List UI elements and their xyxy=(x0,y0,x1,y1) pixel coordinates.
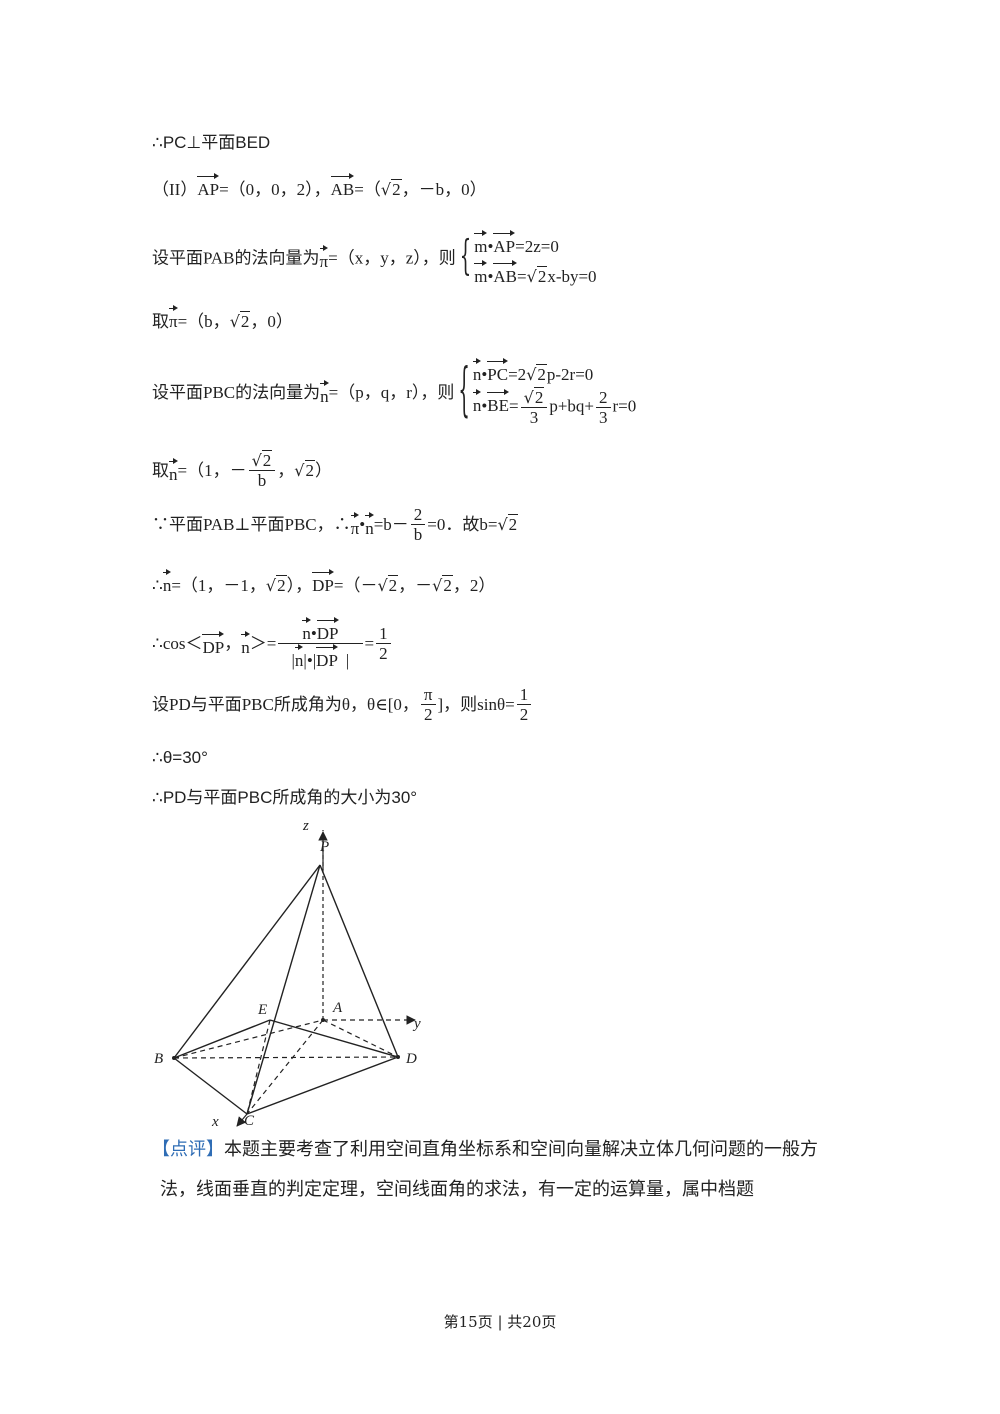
text: ∴cos＜ xyxy=(152,634,203,653)
text: 设平面PAB的法向量为 xyxy=(152,248,320,268)
label-c: C xyxy=(244,1113,255,1129)
vector-ab-rest: ，－b，0） xyxy=(401,180,487,199)
text: 取 xyxy=(152,461,169,480)
equation-row: n•PC=2√2p-2r=0 xyxy=(472,356,636,386)
edge-ec xyxy=(246,1019,271,1115)
text: =（b， xyxy=(177,312,230,331)
fraction-dot-over-norms: n•DP|n|•|DP| xyxy=(278,617,363,669)
text: ]，则sinθ= xyxy=(437,695,515,714)
comment-text: 本题主要考查了利用空间直角坐标系和空间向量解决立体几何问题的一般方法，线面垂直的… xyxy=(160,1139,818,1200)
text: ）， xyxy=(286,576,313,595)
equation-row: m•AB=√2x-by=0 xyxy=(474,258,597,288)
edge-ed xyxy=(269,1019,399,1058)
page-footer: 第15页 | 共20页 xyxy=(443,1313,557,1331)
vector-n: n xyxy=(320,379,329,405)
vector-dp: DP xyxy=(202,630,224,656)
sqrt-2: √2 xyxy=(380,179,402,199)
vertex-d xyxy=(396,1055,400,1059)
line-plane-pbc-normal: 设平面PBC的法向量为n=（p，q，r），则{ n•PC=2√2p-2r=0 n… xyxy=(152,356,636,429)
line-theta-30: ∴θ=30° xyxy=(152,748,208,767)
text: ） xyxy=(315,461,332,480)
pyramid-diagram: z P E A y B D x C xyxy=(154,818,421,1130)
text: =0．故b= xyxy=(427,515,498,534)
comment-block: 【点评】本题主要考查了利用空间直角坐标系和空间向量解决立体几何问题的一般方法，线… xyxy=(152,1130,850,1210)
text: ＞= xyxy=(249,634,277,653)
text: =（－ xyxy=(333,576,378,595)
comment-tag: 【点评】 xyxy=(152,1139,224,1160)
vector-n: n xyxy=(169,457,178,483)
line-pc-perp-bed: ∴PC⊥平面BED xyxy=(152,133,271,152)
text: ∴ xyxy=(152,576,163,595)
equation-system-pab: { m•AP=2z=0 m•AB=√2x-by=0 xyxy=(456,228,597,288)
line-ap-ab-vectors: （II）AP=（0，0，2），AB=（√2，－b，0） xyxy=(152,173,487,199)
brace: { xyxy=(459,232,472,281)
text: =（x，y，z），则 xyxy=(328,248,456,268)
text: ，2） xyxy=(452,576,496,595)
label-y: y xyxy=(412,1016,421,1032)
vector-pi: π xyxy=(319,245,328,270)
edge-ad xyxy=(322,1019,399,1058)
vector-n: n xyxy=(241,630,250,656)
line-n-and-dp: ∴n=（1，－1，√2），DP=（－√2，－√2，2） xyxy=(152,569,496,595)
line-conclusion: ∴PD与平面PBC所成角的大小为30° xyxy=(152,788,418,807)
vertex-b xyxy=(172,1056,176,1060)
text: =（1，－1， xyxy=(171,576,266,595)
edge-bd xyxy=(173,1056,399,1059)
text: ∵平面PAB⊥平面PBC，∴ xyxy=(152,515,351,534)
line-plane-pab-normal: 设平面PAB的法向量为π=（x，y，z），则{ m•AP=2z=0 m•AB=√… xyxy=(152,228,597,288)
edge-cd xyxy=(246,1056,399,1115)
text: =b－ xyxy=(373,515,409,534)
text: 取 xyxy=(152,312,169,331)
label-e: E xyxy=(257,1002,267,1018)
line-take-pi: 取π=（b，√2，0） xyxy=(152,305,293,331)
label-x: x xyxy=(211,1114,219,1130)
vector-ap-value: =（0，0，2）， xyxy=(219,180,331,199)
text: ，0） xyxy=(250,312,293,331)
x-axis xyxy=(236,1113,248,1127)
vector-pi: π xyxy=(169,305,178,330)
text: =（1，－ xyxy=(177,461,247,480)
vector-dp: DP xyxy=(312,569,334,594)
edge-ac xyxy=(246,1019,324,1115)
text: 设平面PBC的法向量为 xyxy=(152,383,321,402)
label-a: A xyxy=(332,1000,343,1016)
vertex-a xyxy=(321,1018,325,1022)
edge-bc xyxy=(173,1057,248,1115)
label-p: P xyxy=(319,839,329,855)
text: =（p，q，r），则 xyxy=(328,383,455,402)
label-d: D xyxy=(405,1051,417,1067)
label-b: B xyxy=(154,1051,163,1067)
vector-n: n xyxy=(365,511,374,537)
vector-n: n xyxy=(162,569,171,594)
vector-ab: AB xyxy=(330,173,354,198)
edge-pc xyxy=(246,864,321,1115)
label-z: z xyxy=(302,818,309,834)
part-label: （II） xyxy=(152,180,198,199)
equation-row: m•AP=2z=0 xyxy=(474,228,596,258)
vector-pi: π xyxy=(350,511,359,537)
edge-pd xyxy=(319,864,399,1058)
sqrt-2: √2 xyxy=(229,311,251,331)
vector-ap: AP xyxy=(197,173,219,198)
edge-pb xyxy=(173,864,321,1059)
edge-be xyxy=(173,1019,271,1059)
edge-ba xyxy=(173,1019,324,1059)
text: 设PD与平面PBC所成角为θ，θ∈[0， xyxy=(152,695,419,714)
brace: { xyxy=(458,357,470,425)
vector-ab-open: =（ xyxy=(354,180,381,199)
